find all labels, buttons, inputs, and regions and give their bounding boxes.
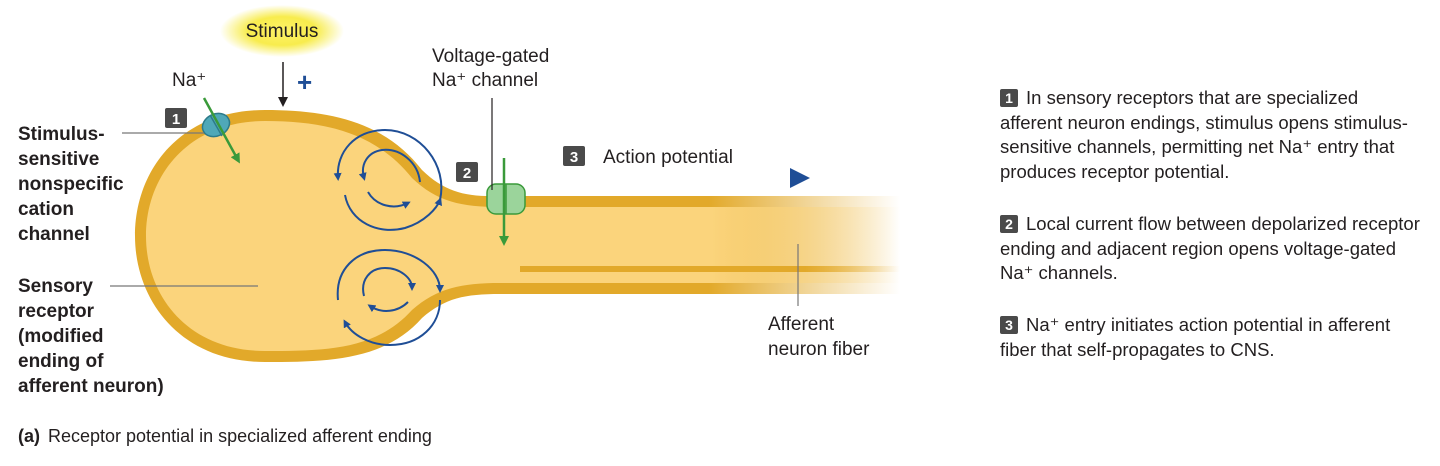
badge-3: 3: [563, 146, 585, 166]
caption-text: Receptor potential in specialized affere…: [48, 426, 432, 446]
svg-text:3: 3: [570, 149, 578, 166]
na-entry-arrow-1: [202, 97, 240, 164]
svg-text:Stimulus-: Stimulus-: [18, 124, 105, 145]
svg-text:receptor: receptor: [18, 301, 95, 322]
step-1-badge: 1: [1000, 89, 1018, 107]
action-potential-arrowhead: [790, 168, 810, 188]
svg-text:channel: channel: [18, 224, 90, 245]
svg-text:sensitive: sensitive: [18, 149, 99, 170]
step-3-badge: 3: [1000, 316, 1018, 334]
badge-1: 1: [165, 108, 187, 128]
sensory-receptor-label: Sensory receptor (modified ending of aff…: [18, 276, 164, 397]
local-current-upper: [333, 128, 443, 231]
step-2-body: Local current flow between depolarized r…: [1000, 213, 1420, 283]
step-1-body: In sensory receptors that are specialize…: [1000, 87, 1408, 182]
step-3-body: Na⁺ entry initiates action potential in …: [1000, 314, 1391, 360]
voltage-gated-channel: [486, 183, 526, 215]
na-label: Na⁺: [172, 70, 206, 91]
svg-text:Afferent: Afferent: [768, 314, 835, 335]
svg-text:Sensory: Sensory: [18, 276, 93, 297]
svg-text:ending of: ending of: [18, 351, 104, 372]
afferent-fiber-label: Afferent neuron fiber: [768, 314, 870, 360]
figure-caption: (a) Receptor potential in specialized aff…: [18, 426, 432, 447]
caption-letter: (a): [18, 426, 40, 446]
axon-core-stripe: [520, 266, 900, 272]
step-2-badge: 2: [1000, 215, 1018, 233]
svg-text:neuron fiber: neuron fiber: [768, 339, 870, 360]
svg-text:1: 1: [172, 111, 180, 128]
voltage-gated-label-2: Na⁺ channel: [432, 70, 538, 91]
badge-2: 2: [456, 162, 478, 182]
svg-text:cation: cation: [18, 199, 74, 220]
voltage-gated-label-1: Voltage-gated: [432, 46, 549, 67]
svg-text:(modified: (modified: [18, 326, 104, 347]
stimulus-sensitive-label: Stimulus- sensitive nonspecific cation c…: [18, 124, 124, 245]
svg-text:afferent neuron): afferent neuron): [18, 376, 164, 397]
action-potential-label: Action potential: [603, 147, 733, 168]
plus-sign: +: [297, 67, 312, 97]
svg-text:2: 2: [463, 165, 471, 182]
stimulus-label: Stimulus: [246, 21, 319, 42]
stimulus-glow: [220, 5, 344, 57]
local-current-lower: [336, 248, 444, 347]
svg-text:nonspecific: nonspecific: [18, 174, 124, 195]
